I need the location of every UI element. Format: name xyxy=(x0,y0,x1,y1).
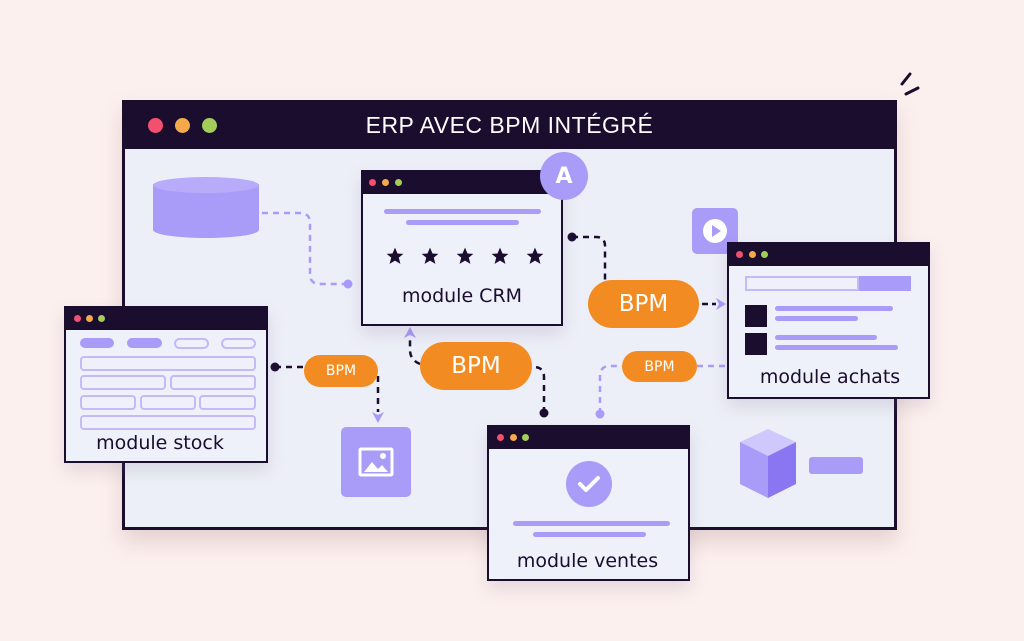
achats-titlebar xyxy=(729,244,928,266)
form-field[interactable] xyxy=(80,415,256,430)
search-input[interactable] xyxy=(745,276,859,291)
sparkle-icon xyxy=(900,72,920,96)
arrow-head xyxy=(372,412,384,423)
cube-label-bar xyxy=(809,457,863,474)
play-icon xyxy=(703,219,727,243)
window-minimize-button[interactable] xyxy=(175,118,190,133)
control-min-dot xyxy=(749,251,756,258)
arrow-head xyxy=(404,327,416,338)
image-tile xyxy=(341,427,411,497)
bpm-pill-crm-achats[interactable]: BPM xyxy=(588,280,699,328)
connector-database-crm xyxy=(262,211,347,286)
text-placeholder-line xyxy=(513,521,670,526)
search-button[interactable] xyxy=(859,276,911,291)
check-icon xyxy=(566,461,612,507)
bpm-pill-ventes-achats[interactable]: BPM xyxy=(622,351,697,382)
text-placeholder-line xyxy=(775,306,893,311)
control-close-dot xyxy=(736,251,743,258)
list-item-thumbnail xyxy=(745,305,767,327)
stock-titlebar xyxy=(66,308,266,330)
control-max-dot xyxy=(98,315,105,322)
main-titlebar: ERP AVEC BPM INTÉGRÉ xyxy=(125,103,894,149)
database-icon xyxy=(153,177,259,238)
form-field[interactable] xyxy=(80,375,166,390)
star-icon xyxy=(526,247,544,264)
form-field[interactable] xyxy=(170,375,256,390)
crm-avatar-badge: A xyxy=(540,152,588,200)
control-max-dot xyxy=(395,179,402,186)
text-placeholder-line xyxy=(406,220,519,225)
module-stock-window[interactable]: module stock xyxy=(64,306,268,463)
control-min-dot xyxy=(382,179,389,186)
star-icon xyxy=(421,247,439,264)
text-placeholder-line xyxy=(533,532,646,537)
cube-icon xyxy=(740,429,796,498)
tab-chip[interactable] xyxy=(174,338,209,349)
star-icon xyxy=(386,247,404,264)
main-title: ERP AVEC BPM INTÉGRÉ xyxy=(365,112,654,138)
module-crm-window[interactable]: module CRM xyxy=(361,170,563,326)
tab-chip[interactable] xyxy=(221,338,256,349)
tab-chip-active[interactable] xyxy=(127,338,162,348)
module-ventes-window[interactable]: module ventes xyxy=(487,425,690,581)
control-close-dot xyxy=(497,434,504,441)
text-placeholder-line xyxy=(775,335,877,340)
text-placeholder-line xyxy=(384,209,541,214)
connector-crm-bpm xyxy=(572,235,607,280)
module-achats-label: module achats xyxy=(759,366,901,388)
arrow-head xyxy=(716,298,726,310)
image-icon xyxy=(358,447,394,477)
window-maximize-button[interactable] xyxy=(202,118,217,133)
text-placeholder-line xyxy=(775,316,858,321)
star-rating xyxy=(385,246,545,270)
module-ventes-label: module ventes xyxy=(516,550,659,572)
connector-bpm-crm xyxy=(408,338,421,366)
control-close-dot xyxy=(74,315,81,322)
module-achats-window[interactable]: module achats xyxy=(727,242,930,399)
connector-ventes-bpm xyxy=(534,365,546,413)
tab-chip-active[interactable] xyxy=(80,338,114,348)
star-icon xyxy=(456,247,474,264)
form-field[interactable] xyxy=(80,356,256,371)
crm-titlebar xyxy=(363,172,561,194)
control-close-dot xyxy=(369,179,376,186)
control-max-dot xyxy=(522,434,529,441)
form-field[interactable] xyxy=(140,395,196,410)
control-max-dot xyxy=(761,251,768,258)
text-placeholder-line xyxy=(775,345,898,350)
star-icon xyxy=(491,247,509,264)
bpm-pill-stock-image[interactable]: BPM xyxy=(304,355,378,387)
module-stock-label: module stock xyxy=(96,432,224,454)
control-min-dot xyxy=(510,434,517,441)
module-crm-label: module CRM xyxy=(401,285,523,307)
list-item-thumbnail xyxy=(745,333,767,355)
form-field[interactable] xyxy=(199,395,256,410)
connector-dot xyxy=(343,279,353,289)
control-min-dot xyxy=(86,315,93,322)
bpm-pill-ventes-crm[interactable]: BPM xyxy=(420,342,532,390)
ventes-titlebar xyxy=(489,427,688,449)
connector-ventes-bpm-2 xyxy=(598,364,622,414)
form-field[interactable] xyxy=(80,395,136,410)
window-close-button[interactable] xyxy=(148,118,163,133)
